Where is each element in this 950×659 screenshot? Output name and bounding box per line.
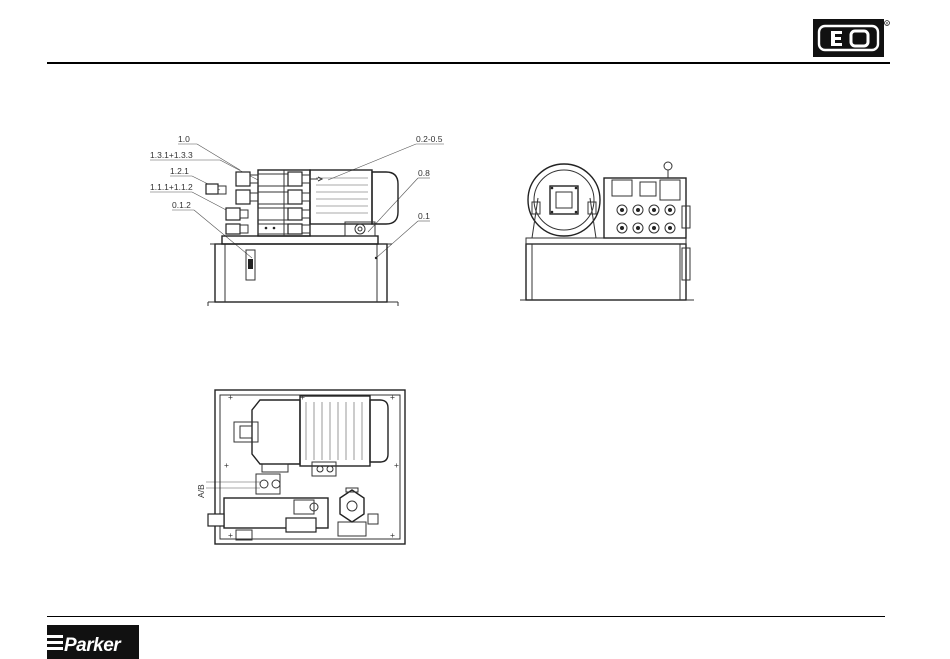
footer-divider: [47, 616, 885, 617]
svg-text:+: +: [390, 392, 395, 402]
callout-label: 0.2-0.5: [416, 134, 443, 144]
svg-text:+: +: [228, 392, 233, 402]
callout-label: 0.1: [418, 211, 430, 221]
callout-label: 1.1.1+1.1.2: [150, 182, 193, 192]
svg-text:+: +: [390, 530, 395, 540]
callout-label: 1.0: [178, 134, 190, 144]
svg-text:Parker: Parker: [64, 635, 122, 656]
svg-text:+: +: [228, 530, 233, 540]
end-view-drawing: [512, 156, 702, 306]
parker-logo: Parker: [47, 625, 139, 659]
port-label: A/B: [196, 484, 206, 498]
callout-label: 1.2.1: [170, 166, 189, 176]
callout-label: 0.8: [418, 168, 430, 178]
side-view-drawing: 1.0 1.3.1+1.3.3 1.2.1 1.1.1+1.1.2 0.1.2 …: [140, 128, 460, 313]
top-view-drawing: A/B + + + + + + +: [190, 386, 410, 556]
callout-label: 0.1.2: [172, 200, 191, 210]
header-divider: [47, 62, 890, 64]
callout-label: 1.3.1+1.3.3: [150, 150, 193, 160]
eo-logo: R: [813, 19, 890, 57]
svg-text:+: +: [224, 460, 229, 470]
svg-text:+: +: [394, 460, 399, 470]
svg-text:+: +: [300, 392, 305, 402]
